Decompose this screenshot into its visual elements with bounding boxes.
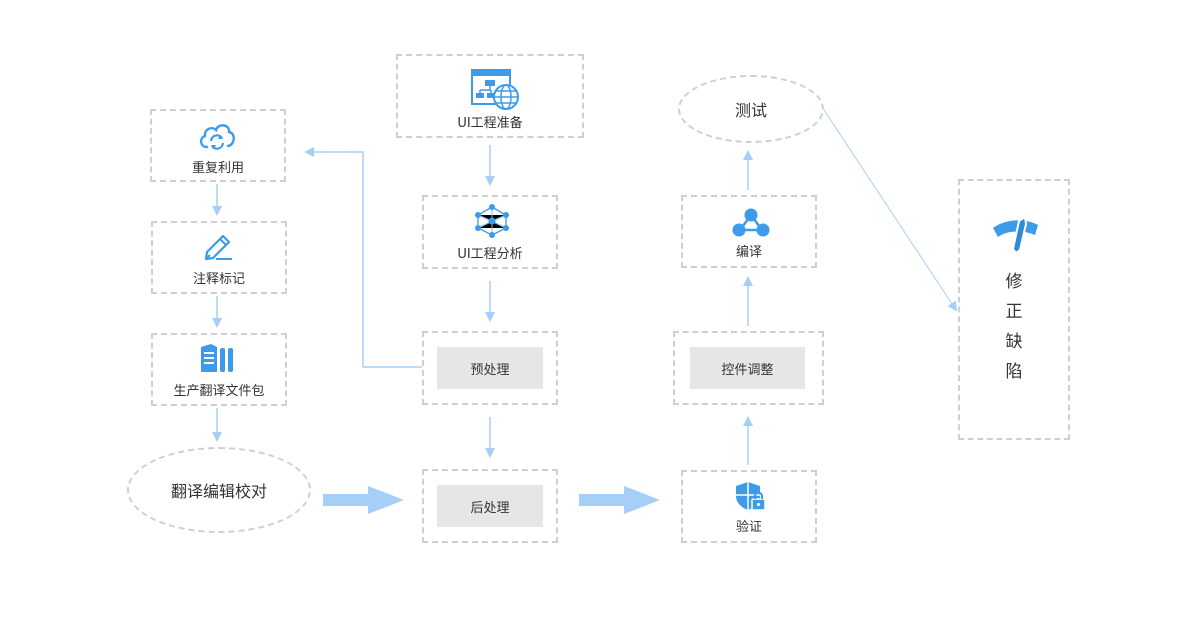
annotate-label: 注释标记: [192, 272, 245, 287]
fix-defects-char-1: 修: [1005, 272, 1023, 292]
network-nodes-icon: [474, 204, 510, 242]
node-compile: 编译: [681, 195, 817, 268]
node-preprocess: 预处理: [422, 331, 558, 405]
node-fix-defects: 修 正 缺 陷: [958, 179, 1070, 440]
node-postprocess: 后处理: [422, 469, 558, 543]
fix-defects-char-2: 正: [1005, 302, 1023, 322]
wrench-icon: [991, 215, 1039, 259]
node-gen-package: 生产翻译文件包: [151, 333, 287, 406]
node-translate-edit: 翻译编辑校对: [127, 447, 311, 533]
preprocess-label: 预处理: [437, 347, 543, 389]
ui-prep-label: UI工程准备: [457, 116, 523, 131]
control-adjust-label: 控件调整: [690, 347, 805, 389]
node-control-adjust: 控件调整: [673, 331, 824, 405]
compile-label: 编译: [735, 245, 762, 260]
recycle-cloud-icon: [197, 119, 237, 157]
shield-lock-icon: [735, 480, 767, 516]
node-ui-analysis: UI工程分析: [422, 195, 558, 269]
node-annotate: 注释标记: [151, 221, 287, 294]
node-ui-prep: UI工程准备: [396, 54, 584, 138]
node-verify: 验证: [681, 470, 817, 543]
pencil-icon: [202, 231, 234, 265]
share-nodes-icon: [732, 207, 770, 241]
big-arrow-postprocess-to-verify: [579, 486, 660, 514]
arrow-test-to-fix: [823, 109, 958, 312]
document-bars-icon: [199, 343, 235, 377]
site-map-globe-icon: [471, 69, 519, 115]
big-arrow-translate-to-postprocess: [323, 486, 404, 514]
gen-package-label: 生产翻译文件包: [173, 384, 265, 399]
verify-label: 验证: [735, 520, 762, 535]
reuse-label: 重复利用: [191, 161, 244, 176]
arrow-preprocess-to-reuse: [304, 147, 424, 368]
fix-defects-char-3: 缺: [1005, 332, 1023, 352]
ui-analysis-label: UI工程分析: [457, 247, 523, 262]
postprocess-label: 后处理: [437, 485, 543, 527]
node-test: 测试: [678, 75, 824, 143]
node-reuse: 重复利用: [150, 109, 286, 182]
fix-defects-char-4: 陷: [1005, 362, 1023, 382]
